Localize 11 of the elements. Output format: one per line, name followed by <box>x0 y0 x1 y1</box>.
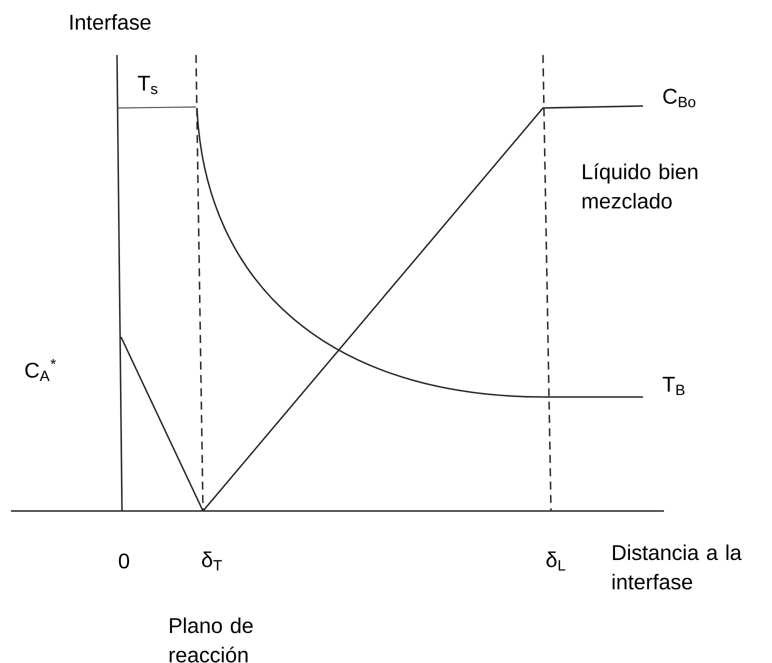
profile-label: T$_{B}$ <box>662 376 684 396</box>
tick-label: δ$_{L}$ <box>546 552 566 570</box>
tick-label: 0 <box>118 553 130 569</box>
axis-title: Distancia a la interfase <box>612 544 742 590</box>
profile-label: T$_{s}$ <box>138 76 158 94</box>
profile-label: C$_{A}$* <box>25 358 56 382</box>
region-label: Líquido bien mezclado <box>582 163 698 209</box>
profile-label: C$_{Bo}$ <box>663 88 696 108</box>
tick-label: δ$_{T}$ <box>202 552 222 570</box>
axis-title: Interfase <box>70 14 151 30</box>
plane-label: Plano de reacción <box>170 618 253 662</box>
